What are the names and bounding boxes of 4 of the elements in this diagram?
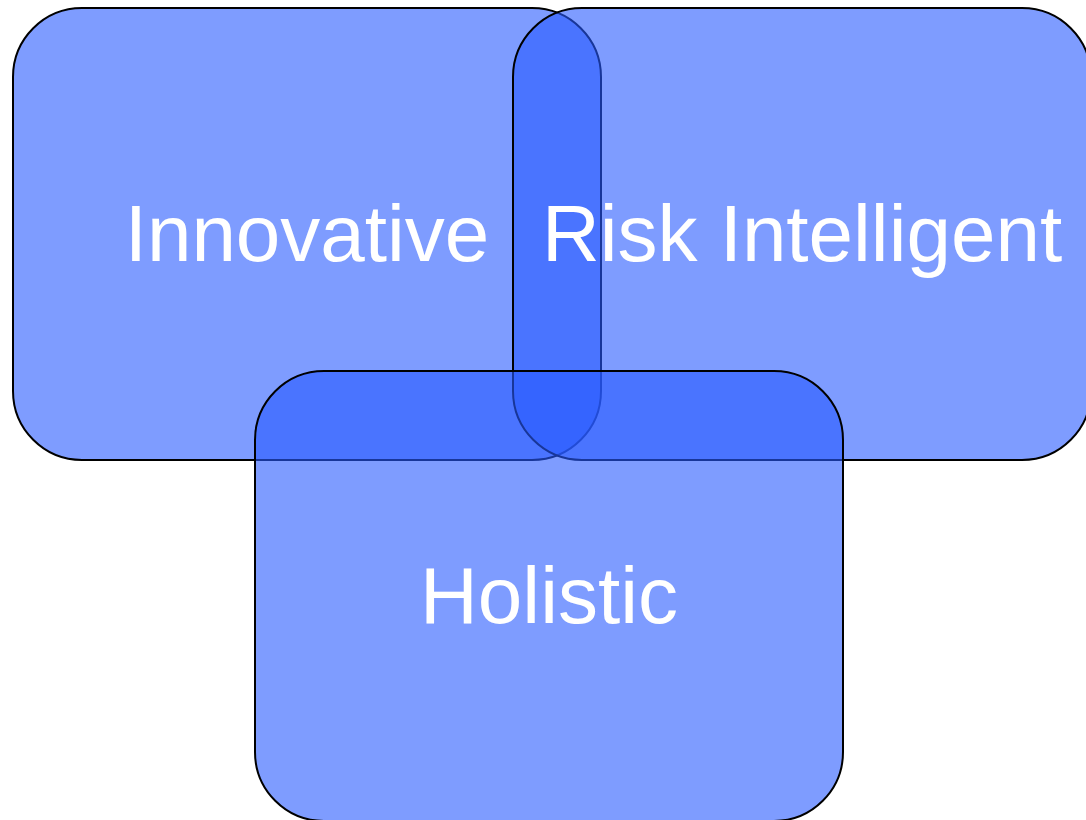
venn-box — [512, 7, 1086, 461]
venn-label: Holistic — [420, 556, 678, 636]
venn-label: Innovative — [124, 194, 490, 274]
venn-box — [254, 370, 844, 820]
